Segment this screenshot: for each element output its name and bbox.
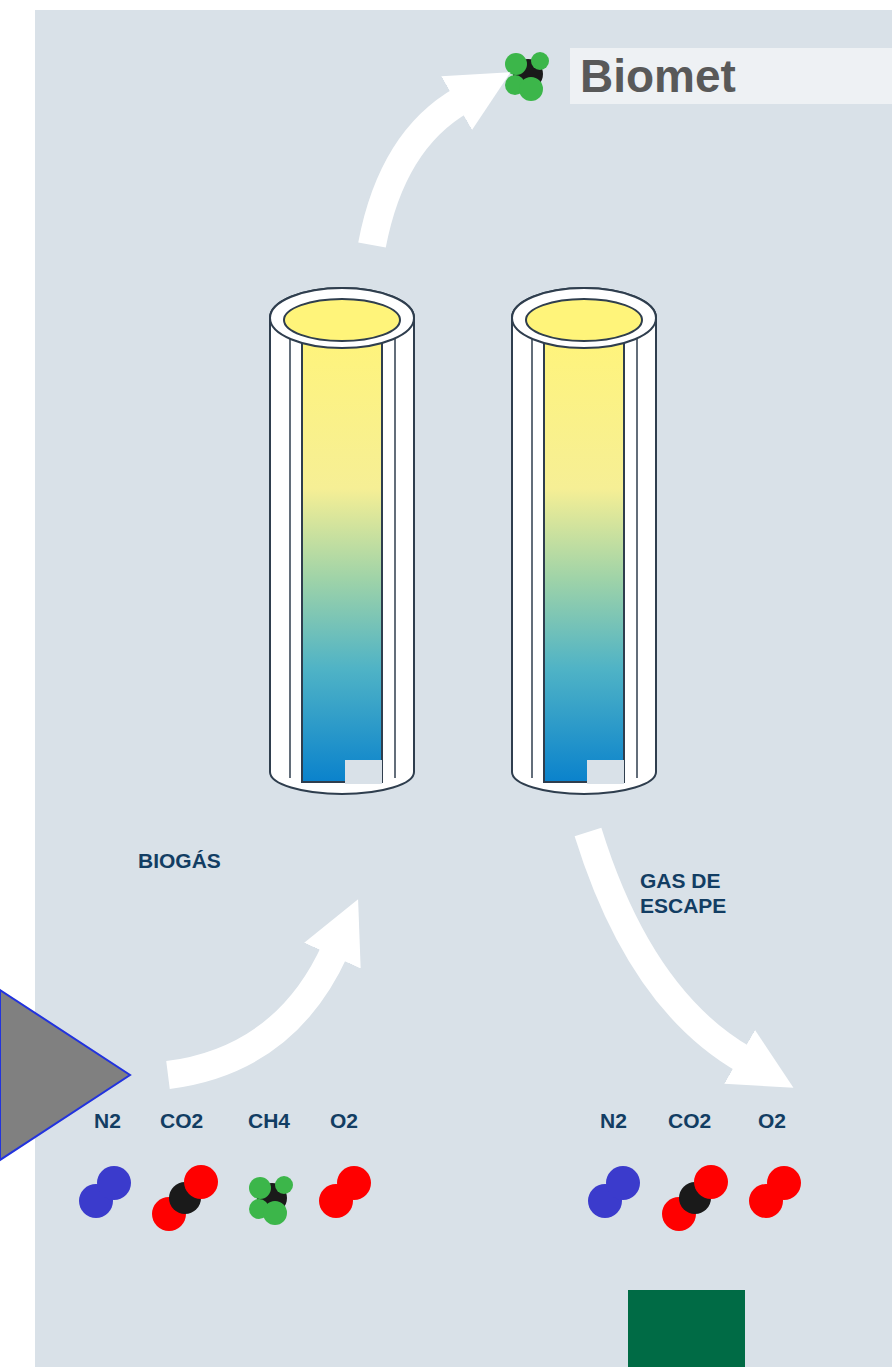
- oxygen-molecule: [749, 1166, 801, 1218]
- oxygen-molecule: [319, 1166, 371, 1218]
- flow-arrow: [168, 950, 335, 1075]
- nitrogen-molecule: [588, 1166, 640, 1218]
- nitrogen-molecule: [79, 1166, 131, 1218]
- green-square: [628, 1290, 745, 1367]
- formula-label: CO2: [160, 1108, 230, 1133]
- carbon-dioxide-molecule: [152, 1165, 218, 1231]
- background-panel: [35, 10, 892, 1367]
- membrane-tube: [512, 288, 656, 794]
- formula-label: O2: [758, 1108, 818, 1133]
- formula-label: CO2: [668, 1108, 738, 1133]
- pointer-triangle: [0, 990, 130, 1160]
- title-band: [570, 48, 892, 104]
- title: Biomet: [580, 53, 736, 99]
- flow-arrow: [588, 832, 745, 1060]
- membrane-tube: [270, 288, 414, 794]
- carbon-dioxide-molecule: [662, 1165, 728, 1231]
- flow-label: BIOGÁS: [138, 848, 278, 873]
- methane-icon: [505, 52, 549, 101]
- formula-label: N2: [600, 1108, 660, 1133]
- formula-label: CH4: [248, 1108, 318, 1133]
- flow-label: GAS DE ESCAPE: [640, 868, 760, 918]
- flow-arrow: [372, 100, 462, 245]
- formula-label: O2: [330, 1108, 390, 1133]
- formula-label: N2: [94, 1108, 154, 1133]
- methane-molecule: [249, 1176, 293, 1225]
